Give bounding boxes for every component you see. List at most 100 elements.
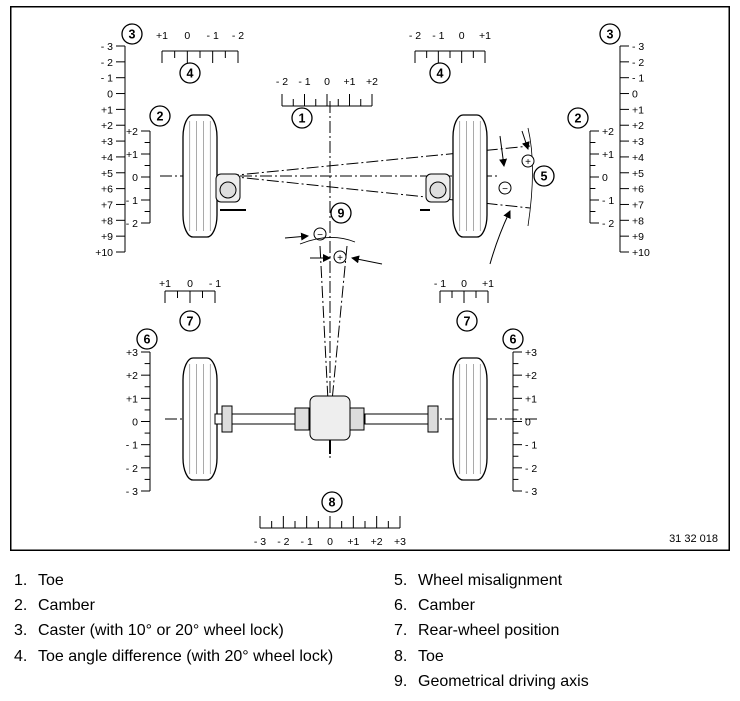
minus-sign-right-glyph: − [502, 184, 508, 195]
diagram-border [10, 6, 730, 551]
callout-6-right-circle [502, 328, 524, 350]
callout-6-left-label: 6 [144, 333, 151, 347]
rear-left-wheel-tire [182, 357, 218, 481]
rear-right-joint [427, 405, 439, 433]
legend-item-toe-rear: 8.Toe [394, 647, 444, 665]
toe-line-upper [226, 145, 531, 177]
plus-sign-right-circle [521, 154, 535, 168]
front-right-hub [420, 173, 451, 211]
scale-caster-left-tick-label: - 3 [101, 41, 113, 53]
front-left-hub [215, 173, 246, 211]
wheels [182, 114, 488, 481]
legend-item-rear-wheel-position: 7.Rear-wheel position [394, 622, 560, 640]
scale-caster-right-tick-label: +5 [632, 168, 644, 180]
scale-caster-right-tick-label: +10 [632, 247, 650, 259]
legend-item-camber-rear: 6.Camber [394, 597, 475, 615]
driving-axis-arc [299, 237, 356, 245]
scale-caster-right-tick-label: +8 [632, 215, 644, 227]
scale-toe-rear-tick-label: - 2 [277, 536, 289, 548]
scale-camber-front-left-tick-label: 0 [132, 172, 138, 184]
callout-7-right-circle [456, 310, 478, 332]
scale-caster-left-tick-label: +5 [101, 168, 113, 180]
scale-toe-rear-tick-label: +3 [394, 536, 406, 548]
callout-3-left-label: 3 [129, 28, 136, 42]
front-left-wheel [182, 114, 218, 238]
rear-right-shaft [364, 413, 436, 425]
scale-camber-rear-right-tick-label: - 1 [525, 440, 537, 452]
callout-2-left-label: 2 [157, 110, 164, 124]
scale-toe-rear-tick-label: - 3 [254, 536, 266, 548]
callout-4-left-label: 4 [187, 67, 194, 81]
callout-1-circle [291, 107, 313, 129]
scale-camber-front-right-tick-label: - 1 [602, 195, 614, 207]
scale-toe-angle-right-tick-label: 0 [459, 30, 465, 42]
front-left-wheel-tire [182, 114, 218, 238]
scale-camber-rear-left-tick-label: +2 [126, 370, 138, 382]
scale-toe-angle-left-tick-label: - 2 [232, 30, 244, 42]
scale-camber-rear-left-tick-label: 0 [132, 417, 138, 429]
scale-toe-angle-left-tick-label: +1 [156, 30, 168, 42]
scale-rear-pos-left-tick-label: +1 [159, 278, 171, 290]
callout-2-right-circle [567, 107, 589, 129]
callout-3-left-circle [121, 23, 143, 45]
legend-item-caster: 3.Caster (with 10° or 20° wheel lock) [14, 622, 284, 640]
scale-camber-front-right-tick-label: - 2 [602, 218, 614, 230]
scale-rear-pos-right-tick-label: +1 [482, 278, 494, 290]
scale-rear-pos-left-tick-label: 0 [187, 278, 193, 290]
callout-9-label: 9 [338, 207, 345, 221]
callout-3-right-label: 3 [607, 28, 614, 42]
scale-camber-rear-right-tick-label: +1 [525, 393, 537, 405]
misalignment-arrow-top [521, 130, 530, 150]
driving-axis-arrow-left [284, 232, 309, 241]
callout-4-right-circle [429, 62, 451, 84]
legend-item-wheel-misalignment: 5.Wheel misalignment [394, 572, 563, 589]
front-right-hub-disc [429, 181, 447, 199]
scale-caster-left-tick-label: +9 [101, 231, 113, 243]
scale-rear-pos-right-tick-label: 0 [461, 278, 467, 290]
scale-toe-front-tick-label: - 1 [298, 76, 310, 88]
legend-item-toe: 1.Toe [14, 572, 64, 589]
front-right-wheel [452, 114, 488, 238]
scale-caster-right-tick-label: - 2 [632, 57, 644, 69]
driving-axis-right [331, 245, 348, 402]
scale-camber-front-right-tick-label: +1 [602, 149, 614, 161]
callout-5-circle [533, 165, 555, 187]
callout-2-left-circle [149, 105, 171, 127]
misalignment-arrow-bottom [489, 210, 511, 265]
callout-9-circle [330, 202, 352, 224]
scale-camber-rear-right-tick-label: - 2 [525, 463, 537, 475]
legend-item-toe-angle-difference: 4.Toe angle difference (with 20° wheel l… [14, 647, 334, 665]
callout-7-left-circle [179, 310, 201, 332]
legend-column-left: 1.Toe 2.Camber 3.Caster (with 10° or 20°… [14, 568, 333, 669]
scale-caster-right-tick-label: +4 [632, 152, 644, 164]
minus-sign-driving-axis-glyph: − [317, 230, 323, 241]
scale-caster-right-tick-label: 0 [632, 89, 638, 101]
scale-camber-front-right-tick-label: +2 [602, 126, 614, 138]
scale-caster-left-tick-label: +3 [101, 136, 113, 148]
scale-toe-front-tick-label: - 2 [276, 76, 288, 88]
front-right-wheel-tire [452, 114, 488, 238]
scale-caster-right-tick-label: +2 [632, 120, 644, 132]
scale-caster-left-tick-label: +8 [101, 215, 113, 227]
callout-1-label: 1 [299, 112, 306, 126]
misalignment-marks: +−−+ [284, 127, 535, 265]
scale-toe-front-tick-label: +1 [344, 76, 356, 88]
scale-toe-rear-tick-label: +1 [347, 536, 359, 548]
misalignment-arrow-mid [499, 135, 508, 167]
scale-caster-left-tick-label: +6 [101, 184, 113, 196]
scale-camber-rear-left-tick-label: - 2 [126, 463, 138, 475]
scale-caster-left-tick-label: +2 [101, 120, 113, 132]
diff-right-flange [349, 407, 365, 431]
scale-toe-rear-tick-label: 0 [327, 536, 333, 548]
scale-toe-rear-tick-label: - 1 [301, 536, 313, 548]
callout-7-left-label: 7 [187, 315, 194, 329]
scale-camber-rear-left-tick-label: +3 [126, 347, 138, 359]
legend: 1.Toe 2.Camber 3.Caster (with 10° or 20°… [0, 568, 740, 698]
rear-axle [214, 395, 439, 454]
toe-line-lower [226, 175, 531, 209]
scale-camber-rear-right-tick-label: +2 [525, 370, 537, 382]
